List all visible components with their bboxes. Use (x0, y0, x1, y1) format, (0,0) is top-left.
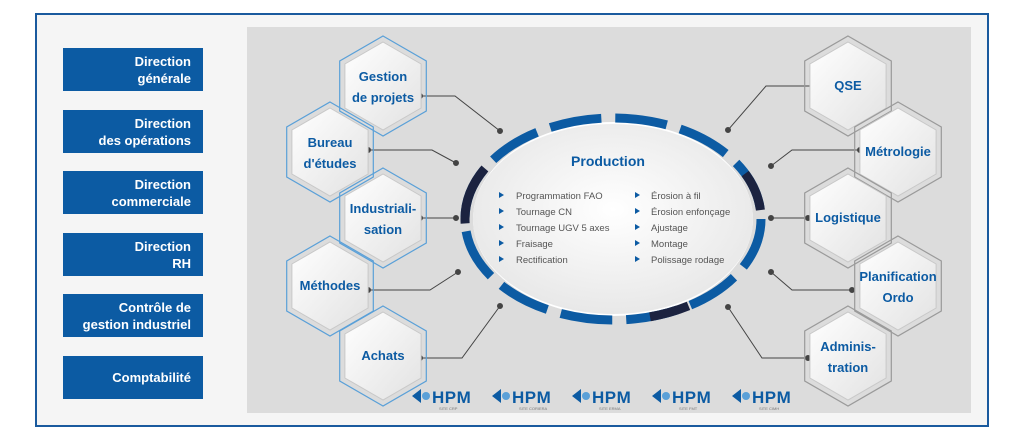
connector-methodes (368, 271, 459, 291)
connector-gestion (420, 95, 501, 132)
direction-commerciale-button[interactable]: Direction commerciale (63, 171, 203, 214)
svg-text:HPM: HPM (752, 388, 791, 407)
comptabilite-button[interactable]: Comptabilité (63, 356, 203, 399)
hpm-logo: HPM SITE CORIERA (492, 388, 551, 411)
production-item: Rectification (516, 255, 568, 266)
svg-text:HPM: HPM (432, 388, 471, 407)
hex-bureau-etudes: Bureau d'études (286, 101, 374, 203)
svg-text:HPM: HPM (672, 388, 711, 407)
hex-industrialisation-label: Industriali- (350, 201, 416, 216)
site-logos: HPM SITE CRP HPM SITE CORIERA HPM SITE E… (412, 388, 791, 411)
production-ring-dark (460, 113, 766, 325)
connector-achats (420, 305, 501, 359)
production-item: Érosion enfonçage (651, 207, 730, 218)
svg-text:SITE CRP: SITE CRP (439, 406, 458, 411)
svg-text:SITE ERMA: SITE ERMA (599, 406, 621, 411)
production-item: Tournage UGV 5 axes (516, 223, 610, 234)
connector-bureau (368, 149, 457, 164)
production-item: Ajustage (651, 223, 688, 234)
svg-text:SITE CIMH: SITE CIMH (759, 406, 779, 411)
hex-industrialisation: Industriali-sation (339, 167, 427, 269)
production-item: Fraisage (516, 239, 553, 250)
hpm-logo: HPM SITE FMT (652, 388, 711, 411)
hex-achats-label: Achats (361, 348, 404, 363)
production-item: Montage (651, 239, 688, 250)
hex-qse: QSE (804, 35, 892, 137)
hpm-logo: HPM SITE CRP (412, 388, 471, 411)
hex-qse-label: QSE (834, 78, 862, 93)
controle-gestion-button[interactable]: Contrôle de gestion industriel (63, 294, 203, 337)
hex-bureau-etudes-label: Bureau (308, 135, 353, 150)
direction-operations-button[interactable]: Direction des opérations (63, 110, 203, 153)
connector-administration (727, 306, 808, 359)
hex-administration: Adminis-tration (804, 305, 892, 407)
hex-gestion-projets-label: Gestion (359, 69, 407, 84)
production-right-list: Érosion à fil Érosion enfonçage Ajustage… (635, 191, 730, 266)
hex-planification-label: Ordo (882, 290, 913, 305)
hex-metrologie: Métrologie (854, 101, 942, 203)
direction-generale-button[interactable]: Direction générale (63, 48, 203, 91)
production-item: Tournage CN (516, 207, 572, 218)
svg-text:SITE FMT: SITE FMT (679, 406, 698, 411)
hex-methodes-label: Méthodes (300, 278, 361, 293)
hex-metrologie-label: Métrologie (865, 144, 931, 159)
hex-logistique-label: Logistique (815, 210, 881, 225)
production-hub: Production Programmation FAO Tournage CN… (460, 113, 766, 325)
connector-planification (770, 271, 852, 291)
svg-text:SITE CORIERA: SITE CORIERA (519, 406, 548, 411)
hex-methodes: Méthodes (286, 235, 374, 337)
hex-administration-label: Adminis- (820, 339, 876, 354)
svg-text:HPM: HPM (512, 388, 551, 407)
production-title: Production (571, 153, 645, 169)
production-left-list: Programmation FAO Tournage CN Tournage U… (499, 191, 610, 266)
connector-metrologie (770, 149, 860, 167)
hpm-logo: HPM SITE ERMA (572, 388, 631, 411)
hex-achats: Achats (339, 305, 427, 407)
hex-administration-label: tration (828, 360, 869, 375)
hex-gestion-projets: Gestion de projets (339, 35, 427, 137)
direction-rh-button[interactable]: Direction RH (63, 233, 203, 276)
production-ring (460, 113, 766, 325)
svg-text:HPM: HPM (592, 388, 631, 407)
production-item: Programmation FAO (516, 191, 603, 202)
production-item: Polissage rodage (651, 255, 724, 266)
hex-gestion-projets-label: de projets (352, 90, 414, 105)
hex-industrialisation-label: sation (364, 222, 402, 237)
hpm-logo: HPM SITE CIMH (732, 388, 791, 411)
production-item: Érosion à fil (651, 191, 701, 202)
hex-bureau-etudes-label: d'études (304, 156, 357, 171)
hex-planification-label: Planification (859, 269, 936, 284)
connector-qse (727, 85, 828, 131)
hex-logistique: Logistique (804, 167, 892, 269)
